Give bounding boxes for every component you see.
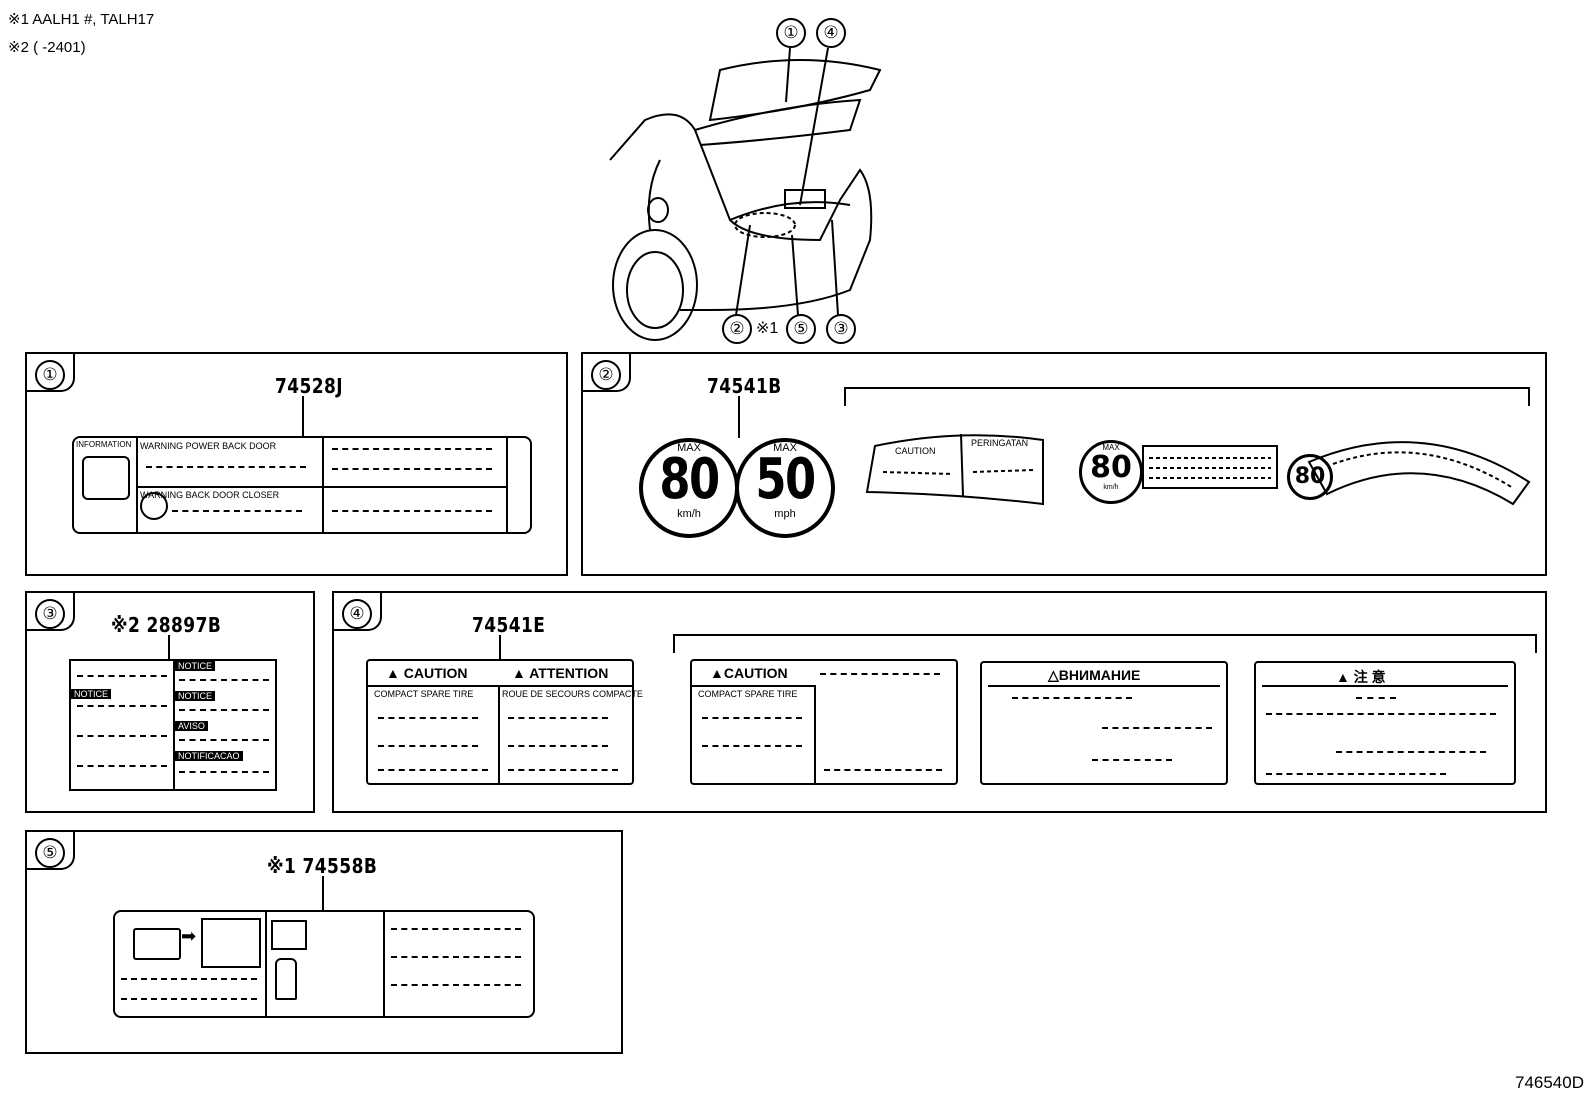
panel-2-index: ②	[591, 360, 621, 390]
panel-1: ① 74528J INFORMATION WARNING POWER BACK …	[25, 352, 568, 576]
warning-power-back-door: WARNING POWER BACK DOOR	[140, 441, 277, 451]
variant-b-max: MAX	[1102, 443, 1120, 452]
v1-subtitle: COMPACT SPARE TIRE	[698, 689, 798, 699]
panel-2-leader	[738, 387, 1530, 438]
speed-sign-small-80: MAX 80 km/h	[1079, 440, 1143, 504]
variant-c-badge: 80	[1287, 454, 1333, 500]
arrow-right-icon: ➡	[181, 926, 197, 946]
vehicle-outline-drawing	[609, 47, 882, 341]
diagram-code: 746540D	[1514, 1073, 1584, 1092]
variant-b-value: 80	[1090, 450, 1132, 485]
v3-title: ▲ 注 意	[1336, 669, 1386, 685]
panel-4-part-number: 74541E	[472, 613, 546, 637]
variant-b-unit: km/h	[1103, 484, 1119, 491]
panel-3: ③ ※2 28897B NOTICE NOTICE NOTICE AVISO N…	[25, 591, 315, 813]
hand-point-icon	[275, 958, 297, 1000]
variant-b-strip	[1142, 445, 1278, 489]
panel-5-part-number: ※1 74558B	[267, 854, 378, 878]
label-variant-japanese: ▲ 注 意	[1254, 661, 1516, 785]
manual-book-icon	[271, 920, 307, 950]
vehicle-rear-illustration: ① ④ ② ※1 ⑤ ③	[600, 10, 900, 345]
panel-1-tab	[25, 352, 75, 392]
battery-icon	[133, 928, 181, 960]
label-28897B: NOTICE NOTICE NOTICE AVISO NOTIFICACAO	[69, 659, 277, 791]
variant-c-value: 80	[1294, 464, 1326, 489]
panel-4-leader	[499, 634, 1537, 659]
no-hand-icon	[140, 492, 168, 520]
panel-5-index: ⑤	[35, 838, 65, 868]
panel-3-index: ③	[35, 599, 65, 629]
warning-back-door-closer: WARNING BACK DOOR CLOSER	[140, 490, 280, 500]
label-variant-caution-peringatan	[865, 433, 1044, 506]
panel-5: ⑤ ※1 74558B ➡	[25, 830, 623, 1054]
panel-2-part-number: 74541B	[707, 374, 782, 398]
panel-5-leader	[322, 876, 324, 912]
sign-80-unit: km/h	[677, 508, 701, 520]
callout-1: ①	[776, 18, 806, 48]
sign-80-value: 80	[659, 447, 720, 512]
panel-4-index: ④	[342, 599, 372, 629]
panel-4-tab	[332, 591, 382, 631]
tag-notificacao: NOTIFICACAO	[175, 751, 243, 761]
sign-50-value: 50	[755, 447, 816, 512]
callout-3: ③	[826, 314, 856, 344]
speed-sign-50mph: MAX 50 mph	[735, 438, 835, 538]
sign-50-unit: mph	[774, 508, 796, 520]
main-attention-title: ▲ ATTENTION	[512, 665, 609, 681]
panel-3-tab	[25, 591, 75, 631]
note-applicability-1: ※1 AALH1 #, TALH17	[8, 11, 155, 28]
tag-aviso: AVISO	[175, 721, 208, 731]
sign-80-max: MAX	[677, 442, 701, 454]
label-variant-vnimanie: △ВНИМАНИЕ	[980, 661, 1228, 785]
panel-2-tab	[581, 352, 631, 392]
instruction-box	[201, 918, 261, 968]
tag-notice-2: NOTICE	[71, 689, 112, 699]
callout-5: ⑤	[786, 314, 816, 344]
panel-3-leader	[168, 635, 170, 659]
v1-caution-title: ▲CAUTION	[710, 665, 788, 681]
callout-star1: ※1	[756, 320, 779, 337]
label-information-heading: INFORMATION	[76, 440, 132, 449]
note-applicability-2: ※2 ( -2401)	[8, 39, 86, 56]
label-74558B: ➡	[113, 910, 535, 1018]
hand-touch-icon	[82, 456, 130, 500]
tag-notice-1: NOTICE	[175, 661, 216, 671]
label-variant-caution: ▲CAUTION COMPACT SPARE TIRE	[690, 659, 958, 785]
main-caution-title: ▲ CAUTION	[386, 665, 468, 681]
panel-2: ② 74541B MAX 80 km/h MAX 50 mph CAUTION …	[581, 352, 1547, 576]
label-74541E-main: ▲ CAUTION ▲ ATTENTION COMPACT SPARE TIRE…	[366, 659, 643, 785]
variant-a-peringatan: PERINGATAN	[971, 438, 1029, 448]
main-left-subtitle: COMPACT SPARE TIRE	[374, 689, 474, 699]
callout-2: ②	[722, 314, 752, 344]
tag-notice-3: NOTICE	[175, 691, 216, 701]
panel-1-part-number: 74528J	[275, 374, 344, 398]
variant-c-curved-strip	[1307, 441, 1531, 506]
panel-5-tab	[25, 830, 75, 870]
sign-50-max: MAX	[773, 442, 797, 454]
panel-4: ④ 74541E ▲ CAUTION ▲ ATTENTION COMPACT S…	[332, 591, 1547, 813]
panel-3-part-number: ※2 28897B	[111, 613, 222, 637]
callout-4: ④	[816, 18, 846, 48]
panel-1-index: ①	[35, 360, 65, 390]
v2-title: △ВНИМАНИЕ	[1048, 667, 1141, 683]
main-right-subtitle: ROUE DE SECOURS COMPACTE	[502, 689, 643, 699]
label-74528J: INFORMATION WARNING POWER BACK DOOR WARN…	[72, 436, 532, 534]
variant-a-caution: CAUTION	[895, 446, 936, 456]
